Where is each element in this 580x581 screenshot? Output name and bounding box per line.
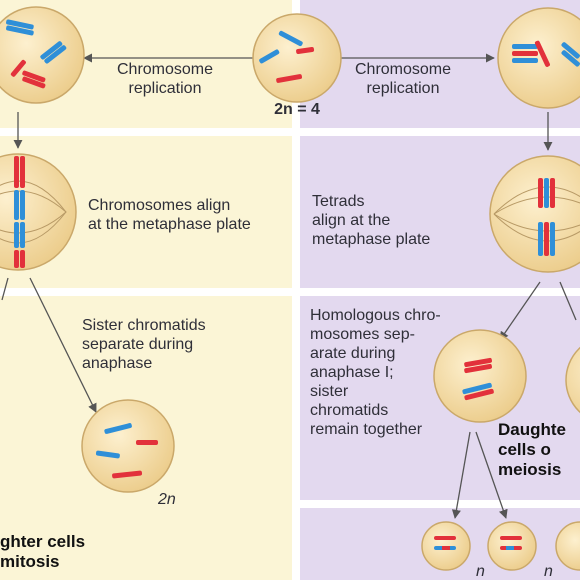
meiosis-replicated-cell <box>497 7 580 109</box>
mitosis-daughter-cell <box>81 399 175 493</box>
meiosis-daughter-cell-1 <box>433 329 527 423</box>
mitosis-daughter-ploidy-label: 2n <box>158 491 176 508</box>
meiosis-daughter-cell-2-cropped <box>565 346 580 414</box>
meiosis-gamete-cell-1 <box>421 521 471 571</box>
meiosis-metaphase-cell <box>489 155 580 273</box>
mitosis-metaphase-cell <box>0 153 77 271</box>
mitosis-replicated-cell <box>0 6 85 104</box>
meiosis-gamete-cell-2 <box>487 521 537 571</box>
parent-cell <box>252 13 342 103</box>
meiosis-metaphase-label: Tetrads align at the metaphase plate <box>312 193 431 248</box>
mitosis-metaphase-label: Chromosomes align at the metaphase plate <box>88 197 251 233</box>
meiosis-n-label-1: n <box>476 563 485 580</box>
mitosis-daughter-cells-label: ghter cells mitosis <box>0 532 86 571</box>
mitosis-anaphase-label: Sister chromatids separate during anapha… <box>82 317 206 372</box>
meiosis-gamete-cell-3-cropped <box>555 521 580 571</box>
chromosome-replication-right-label: Chromosome replication <box>354 61 452 97</box>
meiosis-daughter-cells-label: Daughte cells o meiosis <box>498 420 566 479</box>
meiosis-anaphase-label: Homologous chro- mosomes sep- arate duri… <box>310 307 441 438</box>
arrow-mitosis-anaphase <box>1 277 97 413</box>
chromosome-replication-left-label: Chromosome replication <box>116 61 214 97</box>
arrow-meiosis-anaphase <box>499 281 577 341</box>
meiosis-n-label-2: n <box>544 563 553 580</box>
arrow-meiosis-daughters <box>451 431 508 519</box>
parent-ploidy-label: 2n = 4 <box>274 101 320 118</box>
